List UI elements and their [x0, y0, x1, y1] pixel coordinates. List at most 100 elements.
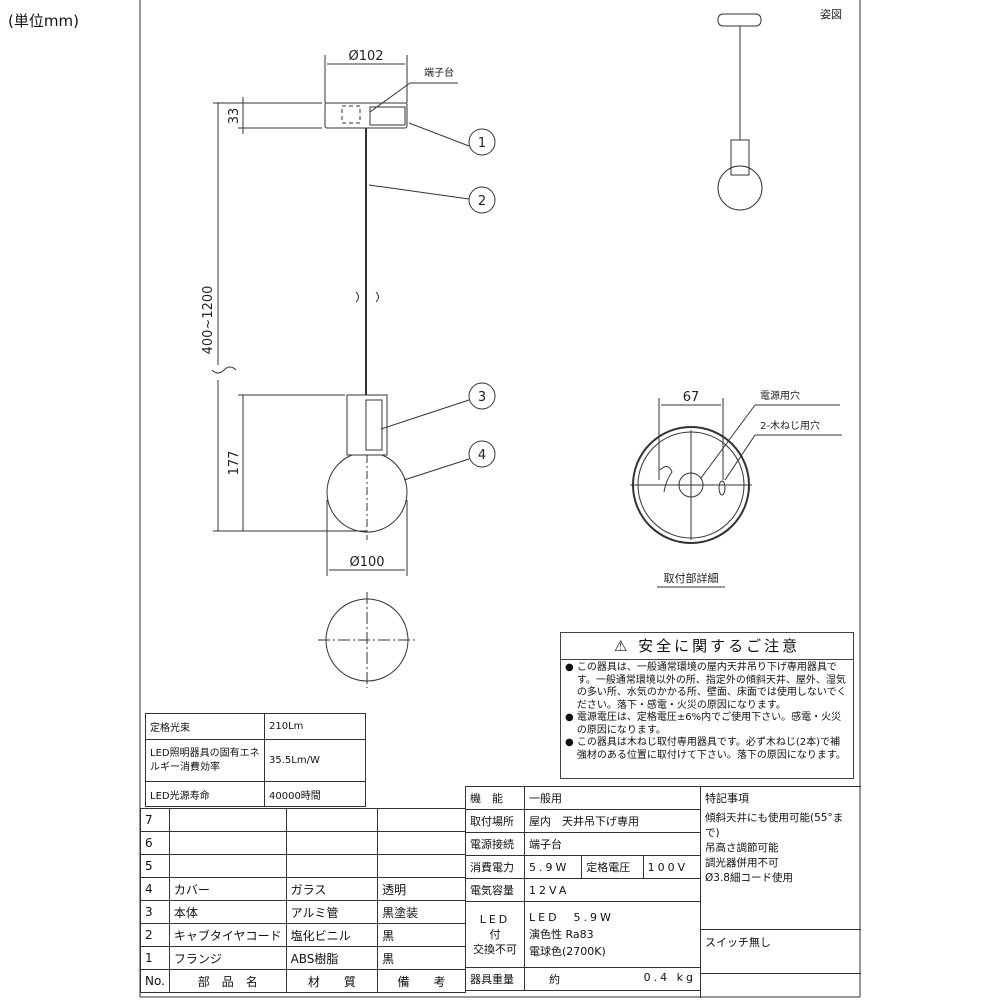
safety-item: 電源電圧は、定格電圧±6%内でご使用下さい。感電・火災の原因になります。 [576, 712, 842, 736]
perf-label: 定格光束 [145, 713, 265, 740]
body [346, 394, 388, 456]
perf-label: LED光源寿命 [145, 781, 265, 807]
table-row: 5 [140, 854, 466, 878]
table-cell: 2 [140, 923, 170, 947]
safety-notice: ⚠ 安全に関するご注意 ● この器具は、一般通常環境の屋内天井吊り下げ専用器具で… [560, 632, 854, 779]
voltage-value: 100V [642, 855, 702, 879]
table-cell: フランジ [168, 946, 287, 970]
socket [365, 399, 383, 451]
table-cell [377, 831, 466, 855]
notes-panel: 特記事項 傾斜天井にも使用可能(55°まで) 吊高さ調節可能 調光器併用不可 Ø… [700, 786, 861, 998]
table-cell [168, 831, 287, 855]
body-height: 177 [227, 451, 242, 476]
weight-cell: 約 0.4 kg [524, 967, 701, 991]
table-cell: カバー [168, 877, 287, 901]
spec-label: 器具重量 [465, 967, 525, 991]
parts-header-row: No.部 品 名材 質備 考 [140, 969, 466, 993]
table-cell [377, 808, 466, 832]
spec-label: 定格電圧 [581, 855, 644, 879]
warning-icon: ⚠ [613, 637, 631, 655]
perf-value: 35.5Lm/W [264, 739, 366, 782]
note-item: 調光器併用不可 [705, 857, 779, 869]
table-cell [168, 854, 287, 878]
spec-label: 機 能 [465, 786, 525, 810]
break-mark [355, 291, 379, 303]
canopy-height: 33 [227, 108, 242, 125]
table-cell [168, 808, 287, 832]
callout-1: 1 [478, 136, 486, 151]
perspective-view [717, 13, 763, 211]
unit-label: (単位mm) [8, 12, 79, 30]
notes-title: 特記事項 [705, 792, 749, 805]
column-header: 材 質 [285, 969, 379, 993]
mount-width: 67 [683, 390, 700, 405]
spec-label: 電源接続 [465, 832, 525, 856]
pendant-side-view [324, 102, 408, 540]
view-label: 姿図 [820, 8, 842, 21]
perf-label: LED照明器具の固有エネルギー消費効率 [145, 739, 265, 782]
power-value: 5.9W [523, 855, 583, 879]
dimensions: Ø102 33 400~1200 177 Ø100 端子台 [201, 49, 458, 576]
table-cell: ABS樹脂 [285, 946, 379, 970]
weight-prefix: 約 [549, 973, 560, 986]
column-header: 備 考 [377, 969, 466, 993]
led-2: 演色性 Ra83 [529, 928, 594, 941]
led-1: LED 5.9W [529, 911, 614, 924]
spec-value: 一般用 [524, 786, 701, 810]
spec-label: 取付場所 [465, 809, 525, 833]
table-cell: 4 [140, 877, 170, 901]
safety-title-row: ⚠ 安全に関するご注意 [561, 633, 853, 660]
table-cell [285, 831, 379, 855]
mount-detail: 67 電源用穴 2-木ねじ用穴 取付部詳細 [630, 389, 842, 588]
safety-item: この器具は、一般通常環境の屋内天井吊り下げ専用器具です。一般通常環境以外の所、指… [576, 662, 847, 711]
table-cell: 7 [140, 808, 170, 832]
table-cell [285, 808, 379, 832]
spec-label: 消費電力 [465, 855, 525, 879]
callout-3: 3 [478, 390, 486, 405]
table-row: 7 [140, 808, 466, 832]
column-header: No. [140, 969, 170, 993]
globe-diameter: Ø100 [349, 555, 384, 570]
perf-value: 210Lm [264, 713, 366, 740]
led-info: LED 5.9W 演色性 Ra83 電球色(2700K) [524, 901, 701, 968]
cord-length: 400~1200 [201, 286, 216, 355]
led-label-1: LED [479, 913, 511, 926]
canopy-hidden [341, 105, 361, 124]
notes-list: 傾斜天井にも使用可能(55°まで) 吊高さ調節可能 調光器併用不可 Ø3.8細コ… [701, 809, 861, 888]
table-cell: 塩化ビニル [285, 923, 379, 947]
terminal-block-label: 端子台 [424, 66, 454, 79]
bullet-icon: ● [565, 737, 577, 748]
led-label-3: 交換不可 [473, 943, 517, 956]
spec-value: 屋内 天井吊下げ専用 [524, 809, 701, 833]
spec-value: 12VA [524, 878, 701, 902]
bullet-icon: ● [565, 712, 577, 723]
weight-value: 0.4 kg [643, 971, 696, 984]
note-item: 傾斜天井にも使用可能(55°まで) [705, 812, 844, 839]
note-item: Ø3.8細コード使用 [705, 872, 793, 884]
led-3: 電球色(2700K) [529, 945, 606, 958]
spec-label: 電気容量 [465, 878, 525, 902]
terminal-block-shape [369, 106, 406, 126]
led-label-2: 付 [489, 928, 501, 941]
column-header: 部 品 名 [168, 969, 287, 993]
spec-value: 端子台 [524, 832, 701, 856]
mount-detail-label: 取付部詳細 [664, 571, 719, 585]
switch-note: スイッチ無し [701, 929, 861, 974]
table-cell: ガラス [285, 877, 379, 901]
callout-2: 2 [478, 194, 486, 209]
bottom-view [318, 592, 416, 688]
safety-title: 安全に関するご注意 [638, 637, 801, 655]
bullet-icon: ● [565, 662, 577, 673]
table-cell: 本体 [168, 900, 287, 924]
table-cell: アルミ管 [285, 900, 379, 924]
table-cell: 6 [140, 831, 170, 855]
screw-holes-label: 2-木ねじ用穴 [760, 419, 820, 432]
note-item: 吊高さ調節可能 [705, 842, 779, 854]
